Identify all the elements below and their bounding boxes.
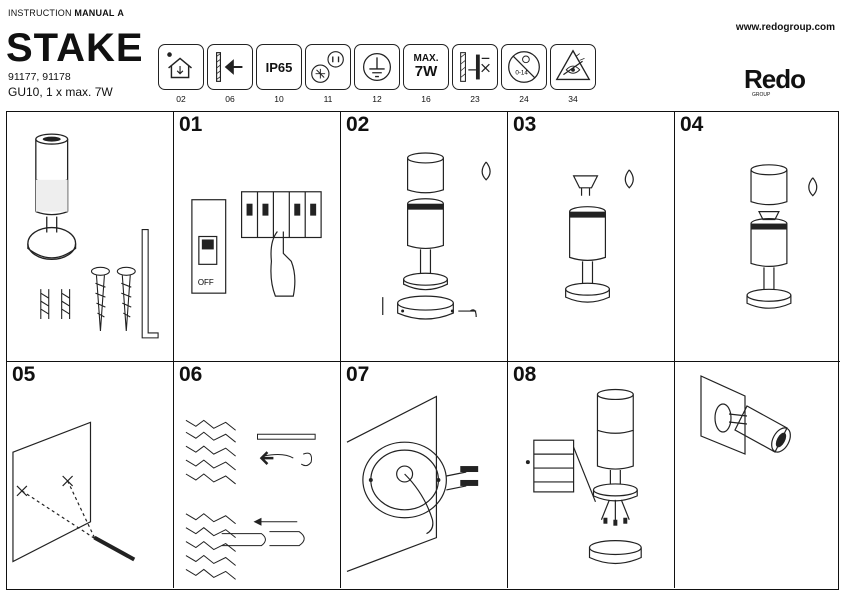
instruction-label: INSTRUCTION: [8, 8, 72, 18]
final-result-panel: [675, 362, 840, 588]
icon-number: 02: [176, 94, 186, 104]
step-label: 06: [179, 363, 203, 386]
no-children-icon: 0-14: [501, 44, 547, 90]
icon-number: 34: [568, 94, 578, 104]
icon-number: 24: [519, 94, 529, 104]
no-cover-icon: [452, 44, 498, 90]
ip-rating-text: IP65: [265, 59, 293, 75]
manual-letter: A: [117, 8, 125, 18]
off-label: OFF: [198, 278, 214, 287]
step-02-panel: 02: [341, 112, 508, 362]
icon-number: 10: [274, 94, 284, 104]
step-07-panel: 07: [341, 362, 508, 588]
icon-number: 16: [421, 94, 431, 104]
brand-logo: Redo: [744, 64, 806, 94]
step-label: 02: [346, 113, 370, 136]
step-label: 08: [513, 363, 537, 386]
step-01-panel: 01 OFF: [174, 112, 341, 362]
ip-rating-icon: IP65: [256, 44, 302, 90]
icon-number: 11: [323, 94, 333, 104]
website-link[interactable]: www.redogroup.com: [735, 22, 835, 33]
step-label: 03: [513, 113, 537, 136]
overview-panel: [7, 112, 174, 362]
step-05-panel: 05: [7, 362, 174, 588]
step-label: 07: [346, 363, 370, 386]
step-label: 05: [12, 363, 36, 386]
no-look-light-icon: [550, 44, 596, 90]
brand-sub: GROUP: [752, 92, 771, 98]
product-spec: GU10, 1 x max. 7W: [8, 85, 113, 99]
step-03-panel: 03: [508, 112, 675, 362]
step-label: 04: [680, 113, 704, 136]
step-04-panel: 04: [675, 112, 840, 362]
wall-mount-icon: [207, 44, 253, 90]
age-text: 0-14: [515, 70, 528, 77]
product-title: STAKE: [6, 26, 144, 70]
step-label: 01: [179, 113, 203, 136]
icon-number: 12: [372, 94, 382, 104]
earth-ground-icon: [354, 44, 400, 90]
icon-number: 06: [225, 94, 235, 104]
max-label: MAX.: [413, 52, 439, 64]
max-watt: 7W: [414, 63, 438, 81]
max-power-icon: MAX. 7W: [403, 44, 449, 90]
icon-number: 23: [470, 94, 480, 104]
product-codes: 91177, 91178: [8, 71, 71, 83]
manual-label: MANUAL: [74, 8, 115, 18]
outdoor-use-icon: [158, 44, 204, 90]
step-08-panel: 08: [508, 362, 675, 588]
class-icon: [305, 44, 351, 90]
step-grid: 01 OFF 02: [6, 111, 840, 590]
step-06-panel: 06: [174, 362, 341, 588]
header-instruction: INSTRUCTION MANUAL A: [8, 8, 124, 18]
